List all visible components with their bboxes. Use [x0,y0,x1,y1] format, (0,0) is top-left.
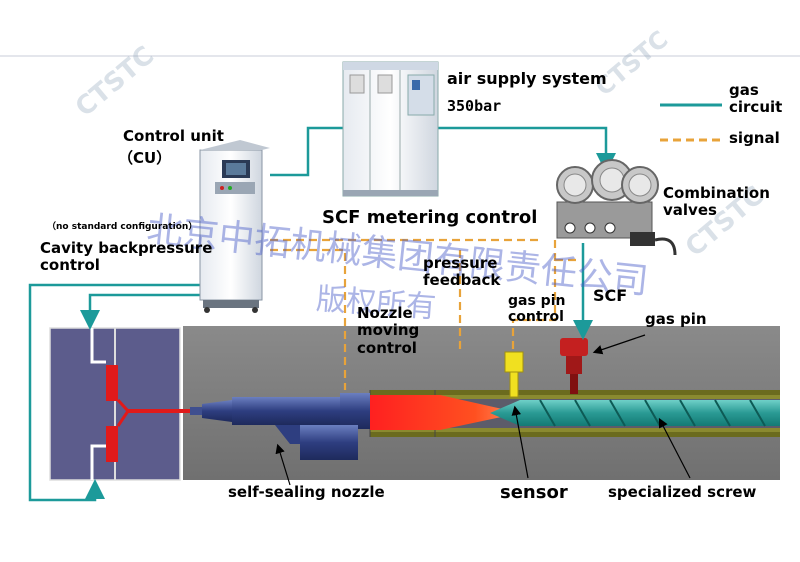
legend-signal-label: signal [729,129,780,147]
scf-label: SCF [593,286,628,305]
cavity-backpressure-label: Cavity backpressure control [40,239,213,275]
self-sealing-nozzle [190,393,370,460]
cu-label: （CU） [118,149,172,167]
sensor [504,351,524,398]
specialized-screw-label: specialized screw [608,483,757,501]
specialized-screw [490,399,780,427]
nozzle-moving-label: Nozzle moving control [357,304,420,357]
sensor-label: sensor [500,482,568,503]
legend-gas-circuit-label: gas circuit [729,81,783,117]
cabinet-icon [342,61,439,197]
gas-pin-label: gas pin [645,310,707,328]
self-sealing-nozzle-label: self-sealing nozzle [228,483,385,501]
no-standard-label: （no standard configuration） [47,222,198,232]
mold [49,327,190,481]
scf-metering-label: SCF metering control [322,207,538,228]
valve-manifold-icon [556,159,677,256]
gas-pin-control-label: gas pin control [508,293,566,326]
pressure-feedback-label: pressure feedback [423,254,501,290]
control-unit-label: Control unit [123,127,224,145]
combination-valves-label: Combination valves [663,184,770,220]
gas-pin [560,338,588,394]
air-supply-label: air supply system [447,69,607,88]
signal-lines [270,238,580,390]
gas-circuit-lines [28,126,616,502]
pressure-label: 350bar [447,97,502,115]
control-console-icon [199,140,270,313]
pointer-arrows [275,334,691,486]
melt-front [370,395,520,430]
